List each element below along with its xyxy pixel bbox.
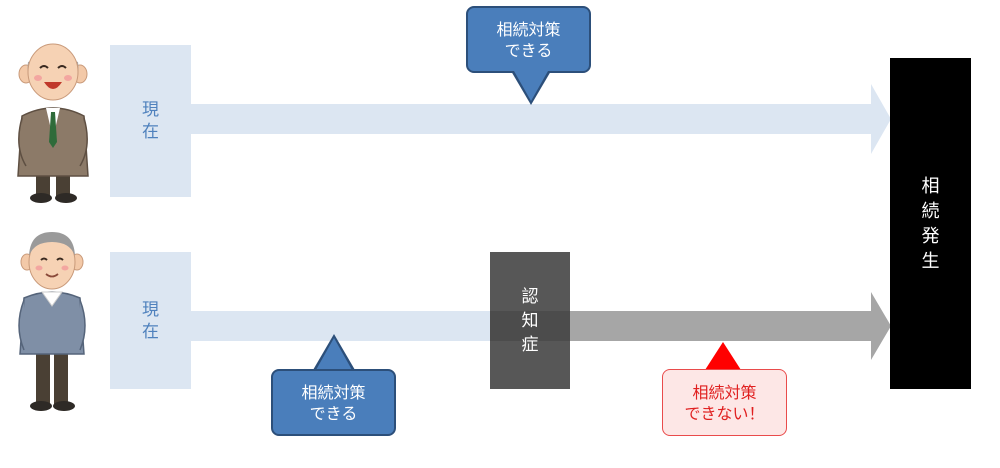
top-arrow	[191, 84, 891, 154]
now-box-bottom: 現 在	[110, 252, 191, 389]
dementia-box: 認 知 症	[490, 252, 570, 389]
callout-cannot-prepare: 相続対策 できない！	[662, 369, 787, 436]
callout-can-prepare-bottom: 相続対策 できる	[271, 369, 396, 436]
callout-pointer-red	[705, 342, 741, 370]
inheritance-occurs-box: 相 続 発 生	[890, 58, 971, 389]
callout-pointer-bottom	[313, 334, 355, 370]
callout-pointer-top	[511, 71, 551, 105]
bottom-arrow-gray-segment	[490, 292, 891, 360]
happy-old-man-in-suit-icon	[17, 43, 89, 203]
bottom-arrow-light-segment	[191, 311, 490, 341]
now-box-top: 現 在	[110, 45, 191, 197]
old-man-in-sweater-icon	[18, 232, 86, 411]
callout-can-prepare-top: 相続対策 できる	[466, 6, 591, 73]
